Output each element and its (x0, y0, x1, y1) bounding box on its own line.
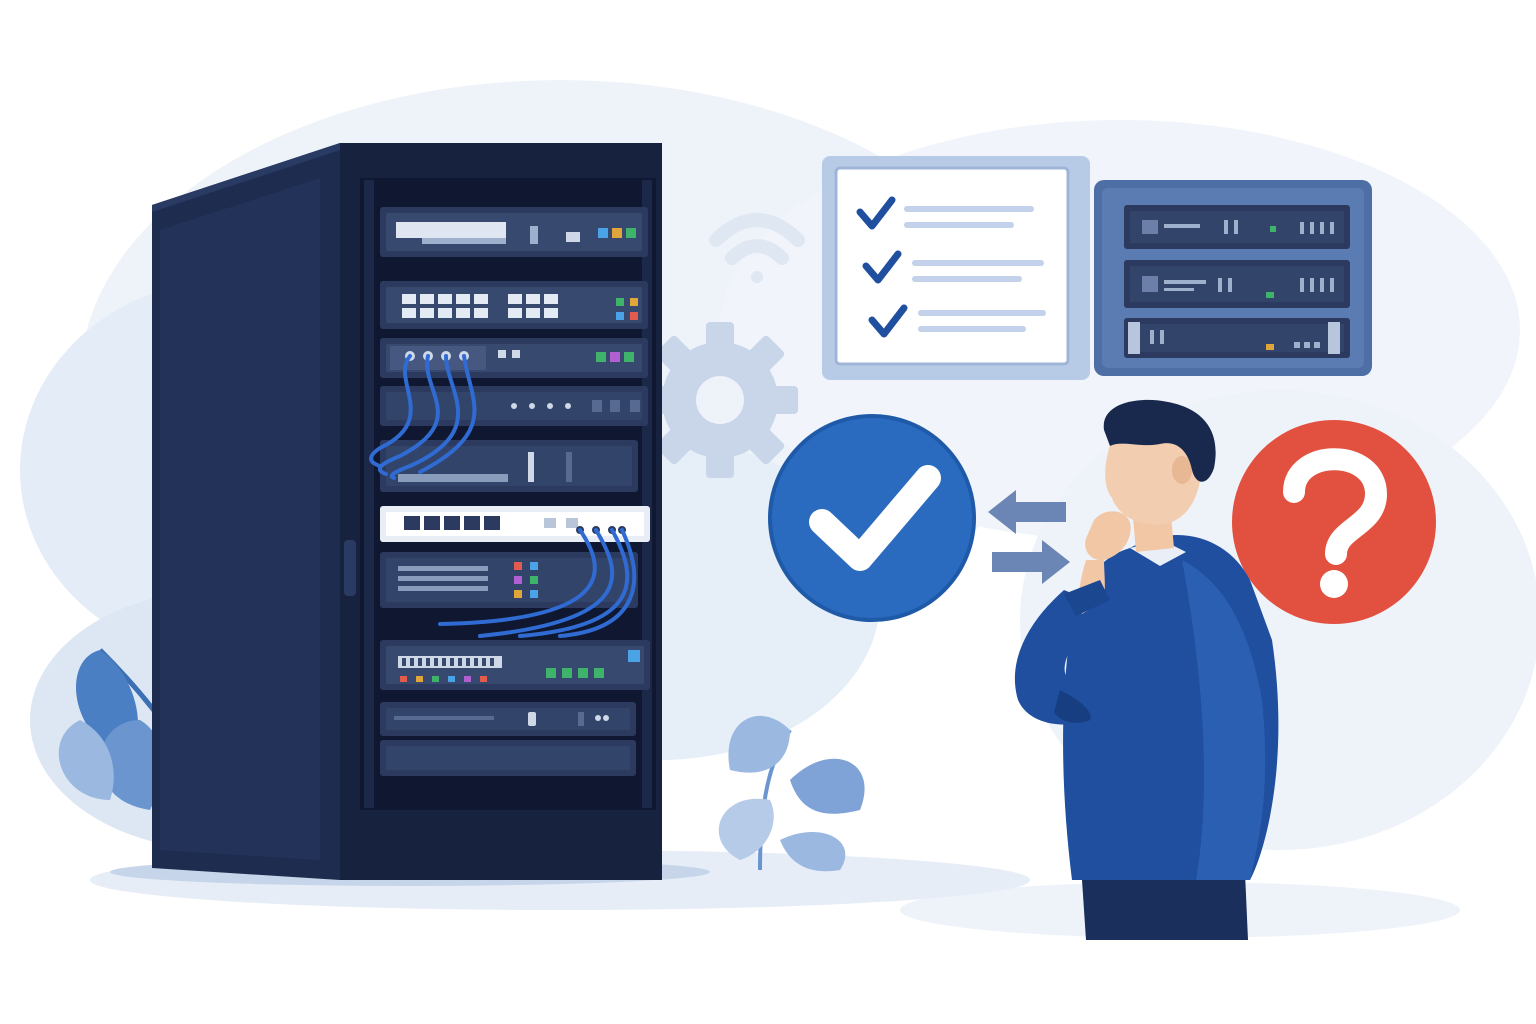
rack-unit-8 (380, 640, 650, 690)
check-icon (856, 196, 908, 338)
rack-unit-2-switch (380, 281, 648, 329)
wifi-icon (709, 213, 805, 283)
checklist-card (822, 156, 1090, 380)
gear-icon (642, 322, 798, 478)
server-status-row-2 (1124, 260, 1350, 308)
rack-unit-5 (380, 440, 638, 492)
server-status-row-3 (1124, 318, 1350, 358)
question-circle-icon (1232, 420, 1436, 624)
rack-unit-3 (380, 338, 648, 378)
network-cables (369, 354, 637, 638)
rack-unit-9 (380, 702, 636, 736)
server-status-row-1 (1124, 205, 1350, 249)
check-circle-icon (768, 414, 976, 622)
rack-unit-7 (380, 552, 638, 608)
leaf-plant-center (718, 715, 865, 872)
rack-unit-1 (380, 207, 648, 257)
person-thinking (1014, 399, 1279, 940)
server-status-card (1094, 180, 1372, 376)
rack-unit-6-patch-panel (380, 506, 650, 542)
exchange-arrows-icon (988, 490, 1070, 584)
rack-unit-10 (380, 740, 636, 776)
rack-unit-4 (380, 386, 648, 426)
server-rack (110, 143, 710, 886)
